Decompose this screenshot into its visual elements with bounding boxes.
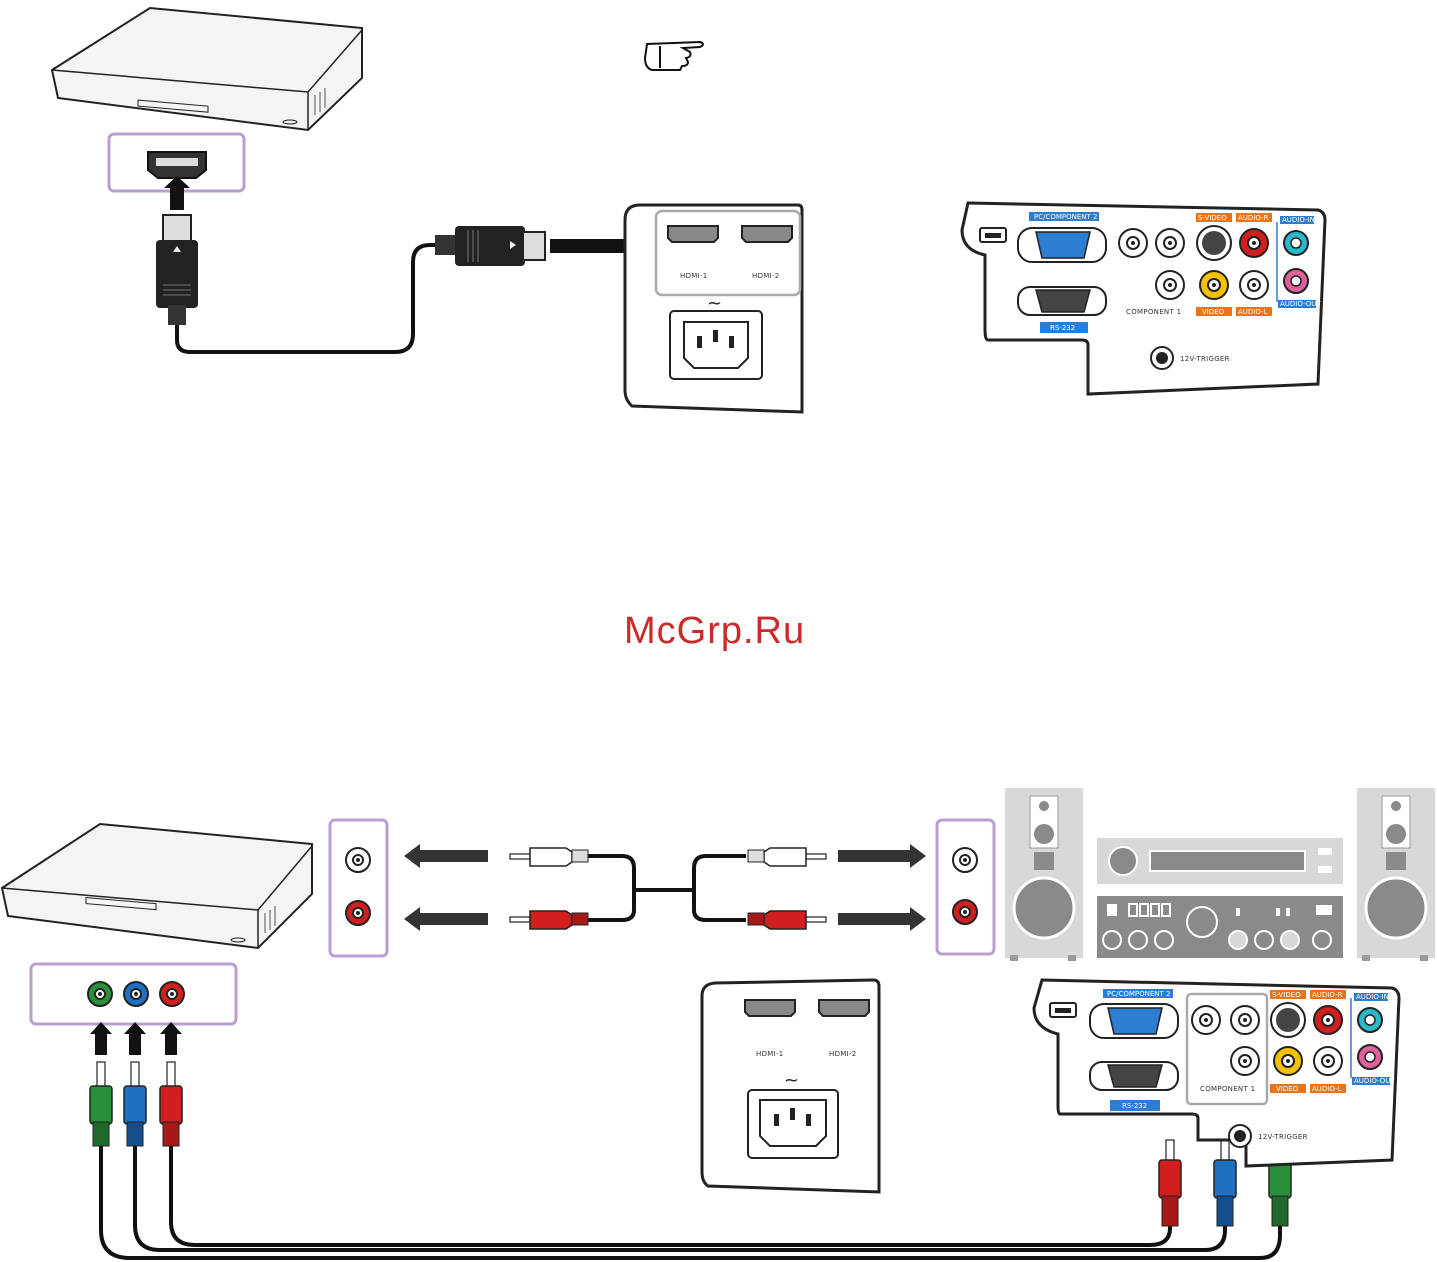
source-component-out-callout: [29, 962, 238, 1026]
io-panel-top: PC/COMPONENT 2 RS-232 COMPONENT 1 S-VIDE…: [960, 201, 1327, 396]
svideo-tag: S-VIDEO: [1272, 991, 1301, 999]
rs232-tag: RS-232: [1050, 324, 1075, 332]
right-speaker: [1357, 788, 1435, 961]
pc-component2-tag: PC/COMPONENT 2: [1107, 990, 1171, 998]
amplifier: [1097, 838, 1343, 958]
audio-out-tag: AUDIO-OUT: [1354, 1077, 1395, 1085]
hdmi2-label: HDMI-2: [829, 1050, 857, 1058]
ac-symbol: ~: [784, 1070, 799, 1091]
component-video-cable: [89, 1061, 1292, 1260]
left-arrow-icon: [404, 844, 488, 931]
pointing-hand-icon: [643, 40, 704, 71]
power-hdmi-panel-top: HDMI-1 HDMI-2 ~: [623, 203, 804, 414]
source-device-bottom: [0, 822, 313, 950]
io-panel-bottom: PC/COMPONENT 2 RS-232 COMPONENT 1 S-VIDE…: [1032, 978, 1401, 1168]
pc-component2-tag: PC/COMPONENT 2: [1034, 213, 1098, 221]
video-tag: VIDEO: [1276, 1085, 1299, 1093]
audio-out-tag: AUDIO-OUT: [1280, 300, 1321, 308]
trigger-label: 12V-TRIGGER: [1258, 1133, 1308, 1141]
source-audio-out-callout: [328, 818, 389, 958]
amplifier-audio-in-callout: [935, 818, 996, 956]
right-arrow-icon: [838, 844, 926, 931]
ac-symbol: ~: [707, 293, 722, 314]
audio-r-tag: AUDIO-R: [1312, 991, 1343, 999]
svideo-tag: S-VIDEO: [1198, 214, 1227, 222]
hdmi1-label: HDMI-1: [756, 1050, 784, 1058]
hdmi2-label: HDMI-2: [752, 272, 780, 280]
source-device-top: [50, 6, 363, 132]
rs232-tag: RS-232: [1122, 1102, 1147, 1110]
audio-rca-cable: [509, 847, 827, 930]
hdmi1-label: HDMI-1: [680, 272, 708, 280]
up-arrow-icon: [164, 176, 190, 210]
audio-in-tag: AUDIO-IN: [1282, 216, 1315, 224]
audio-l-tag: AUDIO-L: [1238, 308, 1268, 316]
trigger-label: 12V-TRIGGER: [1180, 355, 1230, 363]
audio-l-tag: AUDIO-L: [1312, 1085, 1342, 1093]
power-hdmi-panel-bottom: HDMI-1 HDMI-2 ~: [700, 978, 881, 1194]
right-arrow-icon: [550, 233, 638, 259]
audio-r-tag: AUDIO-R: [1238, 214, 1269, 222]
left-speaker: [1005, 788, 1083, 961]
hdmi-cable: [156, 214, 546, 354]
component1-label: COMPONENT 1: [1200, 1085, 1255, 1093]
video-tag: VIDEO: [1202, 308, 1225, 316]
audio-in-tag: AUDIO-IN: [1356, 993, 1389, 1001]
watermark-text: McGrp.Ru: [624, 610, 806, 652]
component1-label: COMPONENT 1: [1126, 308, 1181, 316]
